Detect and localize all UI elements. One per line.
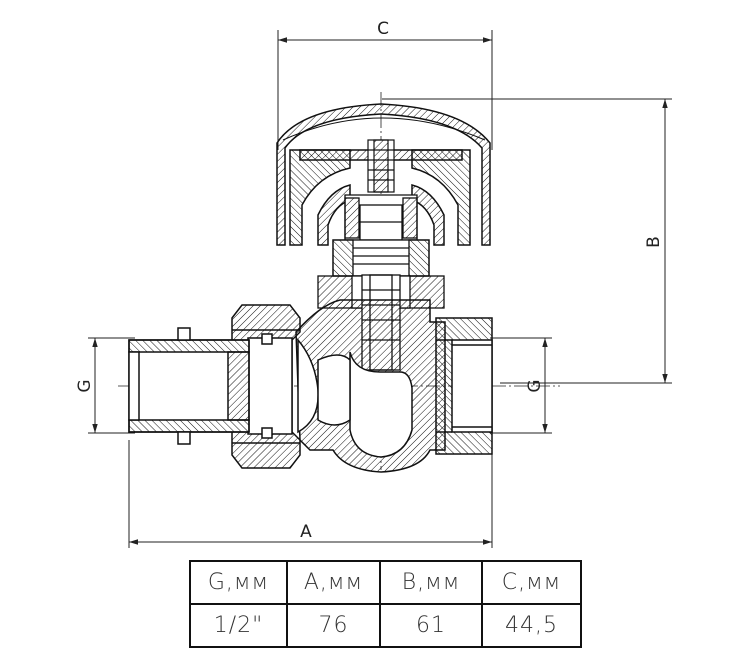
header-a: A,мм bbox=[286, 560, 381, 605]
dim-label-g-right: G bbox=[525, 379, 545, 392]
valve-body bbox=[295, 299, 446, 473]
spec-table-value-row: 1/2" 76 61 44,5 bbox=[189, 603, 582, 648]
dim-label-b: B bbox=[644, 236, 664, 248]
tailpiece bbox=[128, 327, 273, 445]
handwheel-cap bbox=[276, 103, 491, 246]
outlet-nut bbox=[435, 317, 493, 455]
dimension-g-left bbox=[88, 337, 135, 434]
dimension-c bbox=[277, 30, 493, 150]
dimension-a bbox=[128, 440, 493, 548]
value-b: 61 bbox=[379, 603, 483, 648]
spec-table: G,мм A,мм B,мм C,мм 1/2" 76 61 44,5 bbox=[189, 560, 582, 648]
spindle-upper bbox=[344, 194, 418, 241]
dim-label-a: A bbox=[300, 522, 312, 542]
header-g: G,мм bbox=[189, 560, 288, 605]
dim-label-c: C bbox=[377, 19, 389, 39]
spindle-screw bbox=[367, 139, 395, 193]
value-a: 76 bbox=[286, 603, 381, 648]
dimension-b bbox=[382, 98, 672, 384]
header-c: C,мм bbox=[481, 560, 582, 605]
value-c: 44,5 bbox=[481, 603, 582, 648]
value-g: 1/2" bbox=[189, 603, 288, 648]
dimension-g-right bbox=[490, 337, 552, 434]
dim-label-g-left: G bbox=[75, 379, 95, 392]
spec-table-header-row: G,мм A,мм B,мм C,мм bbox=[189, 560, 582, 605]
header-b: B,мм bbox=[379, 560, 483, 605]
